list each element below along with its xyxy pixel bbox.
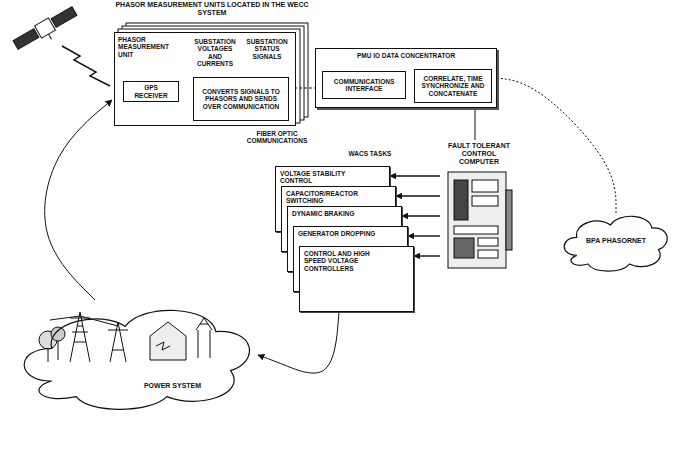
network-cloud: BPA PHASORNET <box>560 205 672 277</box>
power-system-illustration <box>39 312 212 362</box>
annotation-label: WACS TASKS <box>330 150 410 157</box>
task-page: CONTROL AND HIGH SPEED VOLTAGE CONTROLLE… <box>299 246 414 312</box>
control-computer-board <box>448 172 512 268</box>
satellite <box>12 5 81 56</box>
node-text: PHASOR MEASUREMENT UNITS LOCATED IN THE … <box>114 1 310 17</box>
node-text: CAPACITOR/REACTOR SWITCHING <box>286 190 371 205</box>
connector <box>497 78 616 213</box>
connector <box>396 195 440 196</box>
node-text: PMU IO DATA CONCENTRATOR <box>319 52 493 59</box>
node-text: PHASOR MEASUREMENT UNIT <box>118 36 180 58</box>
node-text: FAULT TOLERANT CONTROL COMPUTER <box>442 142 516 166</box>
node-text: DYNAMIC BRAKING <box>292 210 377 217</box>
connector <box>390 175 440 176</box>
cloud-outline <box>24 310 249 409</box>
node-text: CONVERTS SIGNALS TO PHASORS AND SENDS OV… <box>197 88 285 110</box>
process-box: CONVERTS SIGNALS TO PHASORS AND SENDS OV… <box>193 77 289 121</box>
concentrator-box: PMU IO DATA CONCENTRATOR COMMUNICATIONS I… <box>315 48 497 108</box>
annotation-label: SUBSTATION VOLTAGES AND CURRENTS <box>190 38 240 68</box>
node-text: GPS RECEIVER <box>127 84 175 99</box>
radio-link <box>62 46 110 86</box>
annotation-label: SUBSTATION STATUS SIGNALS <box>242 38 292 60</box>
node-text: VOLTAGE STABILITY CONTROL <box>280 170 365 185</box>
node-text: CONTROL AND HIGH SPEED VOLTAGE CONTROLLE… <box>304 250 389 272</box>
connector <box>402 215 440 216</box>
node-text: CORRELATE, TIME SYNCHRONIZE AND CONCATEN… <box>418 75 488 97</box>
node-text: BPA PHASORNET <box>586 237 646 245</box>
control-computer: FAULT TOLERANT CONTROL COMPUTER <box>440 140 518 272</box>
process-box: CORRELATE, TIME SYNCHRONIZE AND CONCATEN… <box>414 69 492 103</box>
connector <box>414 255 440 256</box>
connector <box>258 312 339 373</box>
connector <box>45 100 112 300</box>
node-text: POWER SYSTEM <box>144 382 201 390</box>
cloud-outline <box>15 290 260 420</box>
node-text: GENERATOR DROPPING <box>298 230 383 237</box>
node-text: COMMUNICATIONS INTERFACE <box>326 78 402 93</box>
connector <box>475 108 476 140</box>
interface-box: COMMUNICATIONS INTERFACE <box>322 71 406 99</box>
power-system-cloud: POWER SYSTEM <box>15 290 260 420</box>
cloud-outline <box>564 216 667 271</box>
connector <box>408 235 440 236</box>
gps-receiver-box: GPS RECEIVER <box>123 81 179 102</box>
annotation-label: FIBER OPTIC COMMUNICATIONS <box>232 130 322 145</box>
